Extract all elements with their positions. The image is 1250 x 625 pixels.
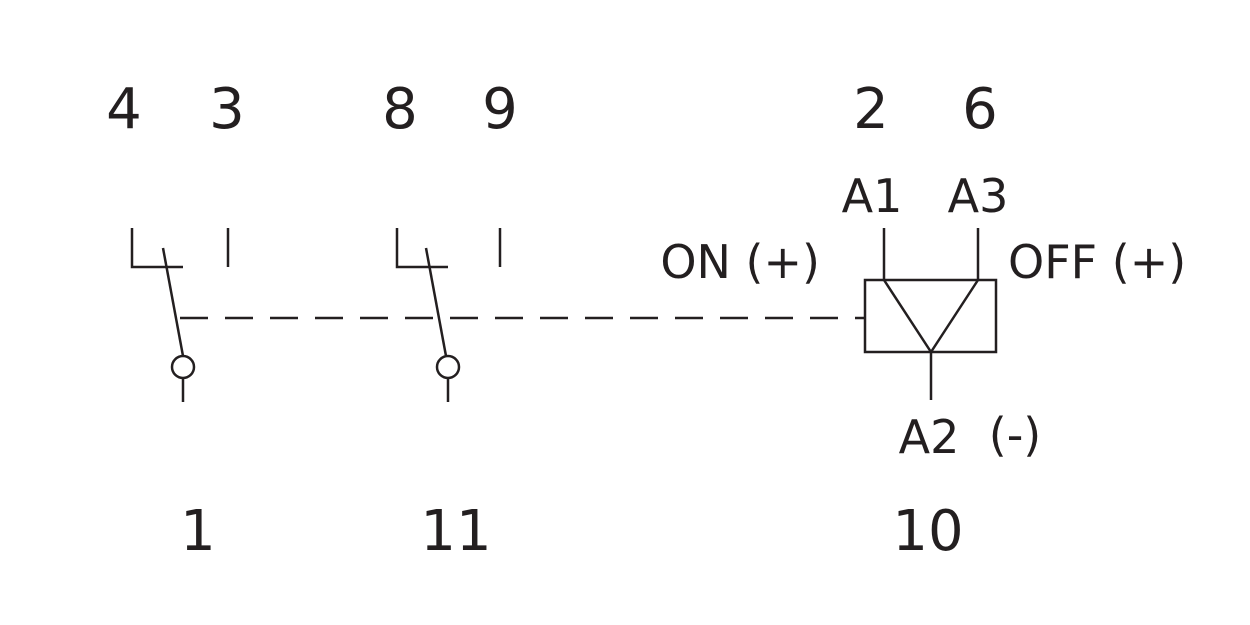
coil-a1-label: A1 [842,169,903,223]
coil-a3-label: A3 [948,169,1009,223]
contact-1-switch-blade [161,247,185,357]
terminal-10-label: 10 [892,499,963,564]
terminal-8-label: 8 [382,77,418,142]
terminal-1-label: 1 [180,499,216,564]
coil-a2-label: A2 [899,410,960,464]
minus-label: (-) [989,408,1042,462]
changeover-contact-2 [395,228,502,402]
contact-2-nc-bracket [395,228,448,269]
terminal-4-label: 4 [106,77,142,142]
terminal-6-label: 6 [962,77,998,142]
terminal-3-label: 3 [209,77,245,142]
terminal-2-label: 2 [853,77,889,142]
contact-2-switch-blade [424,247,448,357]
coil-box [863,278,998,354]
changeover-contact-1 [130,228,230,402]
off-plus-label: OFF (+) [1008,235,1186,289]
coil-v-symbol [882,279,980,355]
contact-1-pivot [170,354,196,380]
on-plus-label: ON (+) [660,235,820,289]
contact-2-pivot [435,354,461,380]
terminal-9-label: 9 [482,77,518,142]
terminal-11-label: 11 [420,499,491,564]
latching-coil [863,228,998,400]
contact-1-nc-bracket [130,228,183,269]
